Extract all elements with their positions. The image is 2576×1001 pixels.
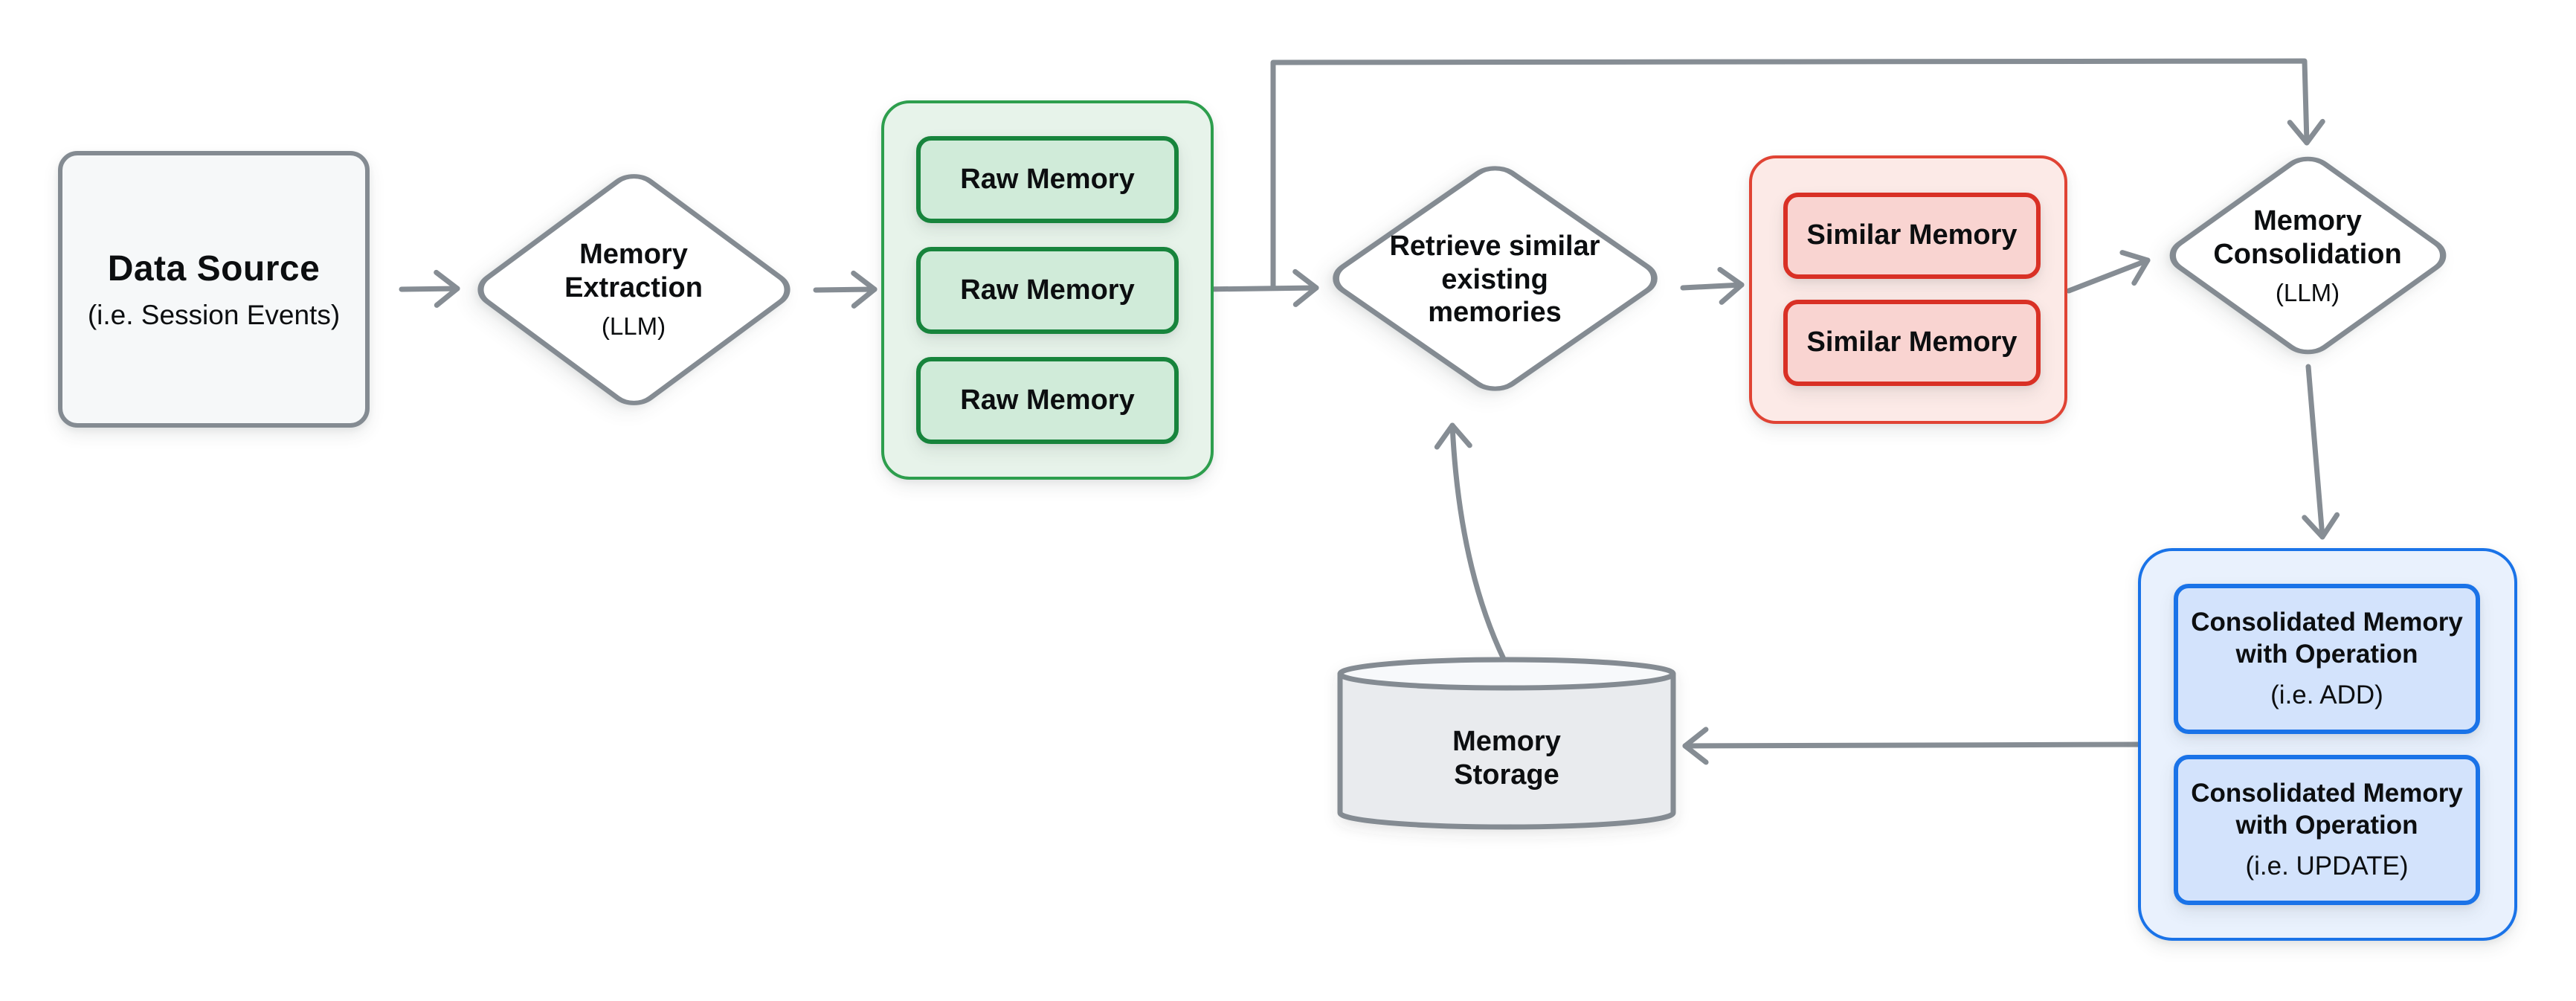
similar-memory-box: Similar Memory — [1783, 300, 2041, 386]
consolidated-memory-add-box: Consolidated Memory with Operation (i.e.… — [2174, 584, 2480, 734]
data-source-subtitle: (i.e. Session Events) — [87, 299, 341, 330]
memory-extraction-label-group: Memory Extraction (LLM) — [515, 209, 753, 370]
similar-memory-label: Similar Memory — [1806, 326, 2018, 358]
arrow-rawmemories-to-retrieve — [1200, 268, 1319, 307]
arrow-similarmemories-to-consolidation — [2066, 250, 2151, 294]
consolidated-memory-operation: (i.e. UPDATE) — [2245, 852, 2409, 881]
arrow-extraction-to-rawmemories — [813, 270, 878, 309]
similar-memory-label: Similar Memory — [1806, 219, 2018, 251]
consolidated-memory-update-box: Consolidated Memory with Operation (i.e.… — [2174, 755, 2480, 905]
raw-memory-box: Raw Memory — [916, 357, 1179, 444]
retrieve-memories-label-group: Retrieve similar existing memories — [1379, 199, 1610, 360]
raw-memory-box: Raw Memory — [916, 247, 1179, 334]
memory-storage-title: Memory Storage — [1452, 726, 1561, 791]
memory-extraction-title: Memory Extraction — [564, 239, 703, 303]
arrow-storage-to-retrieve — [1434, 422, 1507, 662]
consolidated-memory-title: Consolidated Memory with Operation — [2191, 778, 2463, 840]
consolidated-memory-title: Consolidated Memory with Operation — [2191, 607, 2463, 669]
raw-memory-label: Raw Memory — [960, 384, 1135, 416]
memory-consolidation-subtitle: (LLM) — [2275, 278, 2340, 306]
raw-memory-label: Raw Memory — [960, 274, 1135, 306]
feedback-line-rawmemories-to-consolidation — [1270, 58, 2325, 291]
consolidated-memory-operation: (i.e. ADD) — [2270, 680, 2383, 710]
retrieve-memories-title: Retrieve similar existing memories — [1389, 230, 1600, 329]
raw-memory-box: Raw Memory — [916, 136, 1179, 223]
arrow-retrieve-to-similarmemories — [1680, 266, 1745, 305]
data-source-node: Data Source (i.e. Session Events) — [58, 151, 370, 428]
arrow-consolidation-to-consolidated — [2302, 364, 2340, 540]
memory-storage-label-group: Memory Storage — [1417, 695, 1596, 822]
cylinder-body — [1337, 671, 1676, 830]
memory-consolidation-label-group: Memory Consolidation (LLM) — [2189, 176, 2427, 336]
memory-extraction-subtitle: (LLM) — [601, 312, 666, 340]
data-source-title: Data Source — [107, 248, 321, 289]
memory-storage-cylinder — [1337, 657, 1676, 830]
cylinder-top — [1337, 657, 1676, 691]
raw-memory-label: Raw Memory — [960, 163, 1135, 195]
similar-memory-box: Similar Memory — [1783, 193, 2041, 279]
memory-consolidation-title: Memory Consolidation — [2213, 205, 2402, 270]
arrow-consolidated-to-storage — [1682, 727, 2148, 765]
